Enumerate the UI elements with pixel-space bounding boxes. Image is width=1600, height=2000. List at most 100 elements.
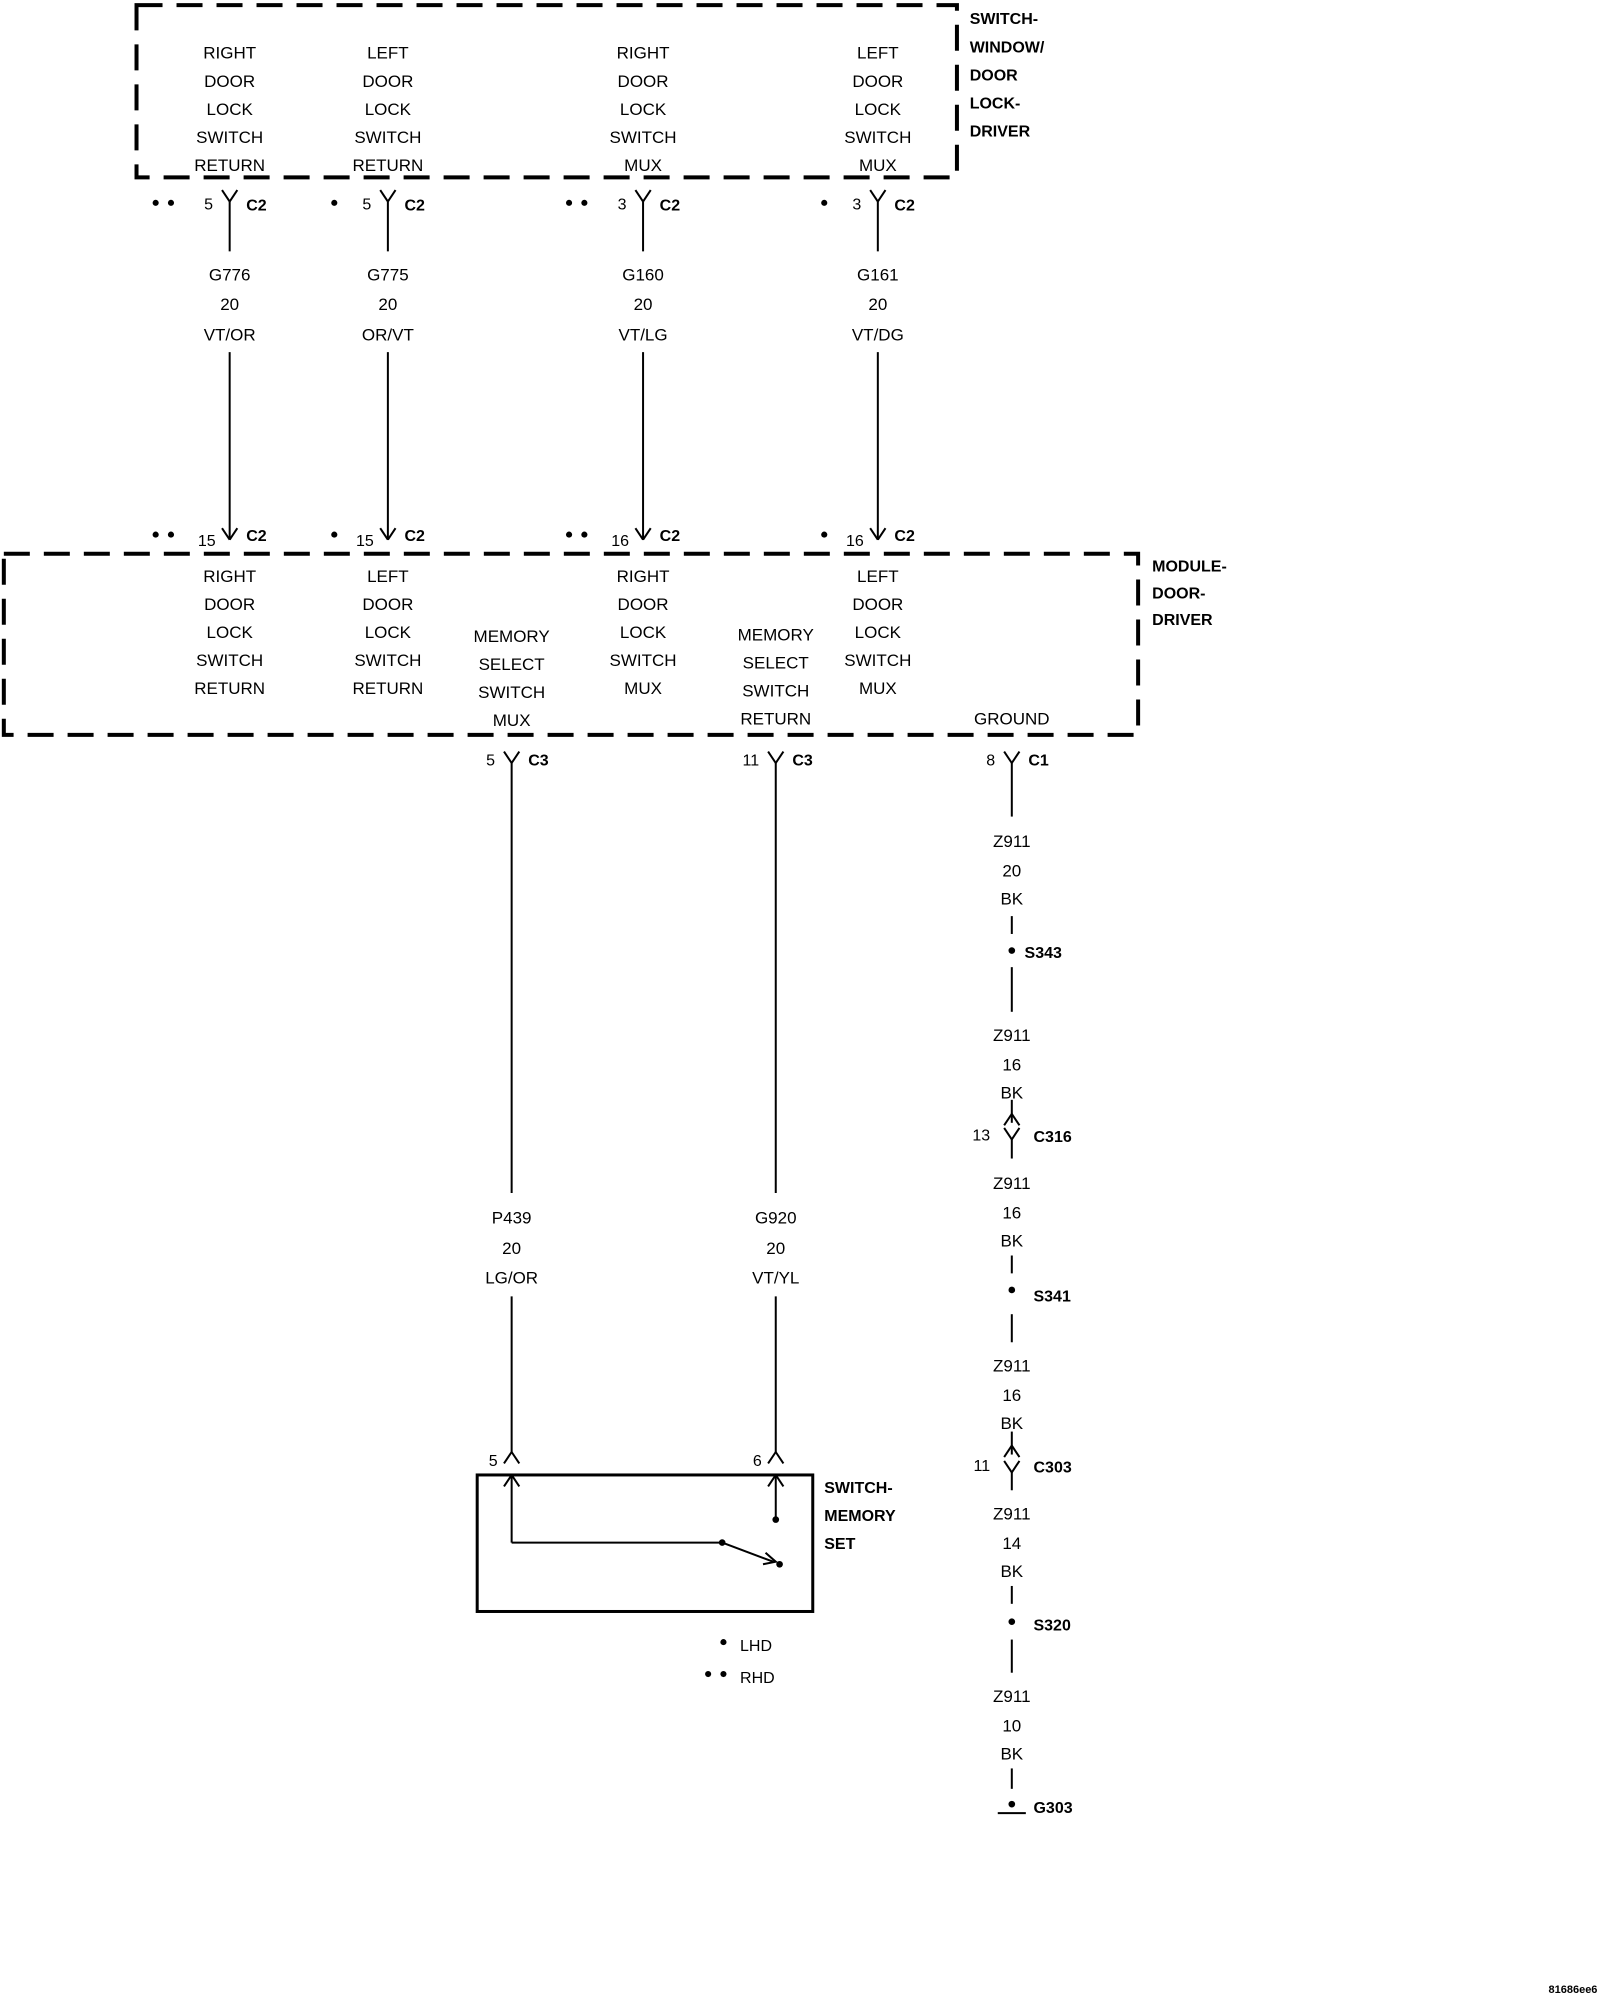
- connector-pin-number: 5: [486, 753, 495, 770]
- harness-marker: [152, 531, 159, 538]
- connector-y-symbol: [1003, 750, 1013, 764]
- connector-v-symbol: [1010, 1445, 1021, 1458]
- connector-y-symbol: [1010, 750, 1021, 764]
- connector-y-symbol: [642, 189, 652, 203]
- connector-v-symbol: [767, 1451, 777, 1465]
- module-pin-label: LOCK: [855, 623, 902, 642]
- wire-color-label: VT/YL: [752, 1269, 799, 1288]
- harness-marker: [152, 199, 159, 206]
- module-door-driver-box: [1, 551, 1141, 737]
- connector-id: C2: [660, 198, 681, 215]
- switch-pin-label: SWITCH: [610, 128, 677, 147]
- connector-y-symbol: [642, 527, 652, 541]
- switch-memory-set-box: [475, 1473, 815, 1613]
- wire-gauge-label: 16: [1002, 1386, 1021, 1405]
- connector-y-symbol: [1010, 1127, 1021, 1140]
- wire-circuit-label: Z911: [993, 1357, 1031, 1376]
- connector-id: C303: [1033, 1459, 1071, 1476]
- module-pin-label: MUX: [859, 679, 897, 698]
- module-pin-label: RIGHT: [203, 567, 256, 586]
- wire-color-label: VT/LG: [618, 326, 667, 345]
- harness-marker: [821, 199, 828, 206]
- switch-window-title: SWITCH-: [970, 11, 1038, 28]
- lhd-legend-marker: [720, 1639, 727, 1646]
- module-pin-label: SELECT: [479, 655, 545, 674]
- wire-gauge-label: 20: [378, 295, 397, 314]
- switch-pin-label: LOCK: [207, 100, 254, 119]
- harness-marker: [331, 531, 338, 538]
- connector-y-symbol: [503, 750, 513, 764]
- module-pin-label: MEMORY: [738, 626, 814, 645]
- connector-id: C2: [894, 198, 915, 215]
- wire-gauge-label: 10: [1002, 1716, 1021, 1735]
- wire-circuit-label: G776: [209, 266, 251, 285]
- module-pin-label: LEFT: [857, 567, 899, 586]
- connector-y-symbol: [221, 527, 231, 541]
- connector-v-symbol: [1010, 1113, 1021, 1126]
- module-pin-label: MUX: [493, 711, 531, 730]
- wire-color-label: VT/DG: [852, 326, 904, 345]
- switch-window-title: WINDOW/: [970, 39, 1045, 56]
- splice-label: S341: [1033, 1288, 1070, 1305]
- connector-y-symbol: [1010, 1460, 1021, 1473]
- connector-pin-number: 5: [362, 196, 371, 213]
- splice-dot: [1008, 1618, 1016, 1626]
- module-pin-label: LOCK: [365, 623, 412, 642]
- switch-window-door-lock-box: [134, 3, 959, 180]
- connector-pin-number: 6: [753, 1453, 762, 1470]
- connector-v-symbol: [510, 1451, 521, 1465]
- switch-pin-label: DOOR: [618, 72, 669, 91]
- switch-pin-label: SWITCH: [354, 128, 421, 147]
- connector-y-symbol: [228, 527, 239, 541]
- wire-circuit-label: Z911: [993, 1026, 1031, 1045]
- connector-pin-number: 11: [743, 753, 760, 770]
- connector-y-symbol: [869, 527, 879, 541]
- module-pin-label: SELECT: [743, 654, 809, 673]
- module-pin-label: RETURN: [194, 679, 265, 698]
- switch-pin-label: DOOR: [362, 72, 413, 91]
- switch-pin-label: RETURN: [194, 156, 265, 175]
- wire-color-label: BK: [1000, 1562, 1023, 1581]
- rhd-legend-marker: [720, 1670, 727, 1678]
- connector-v-symbol: [503, 1474, 513, 1487]
- harness-marker: [565, 199, 573, 206]
- switch-pin-label: RIGHT: [617, 44, 670, 63]
- connector-v-symbol: [1003, 1113, 1013, 1126]
- connector-y-symbol: [876, 189, 887, 203]
- connector-v-symbol: [1003, 1445, 1013, 1458]
- connector-y-symbol: [634, 527, 644, 541]
- connector-id: C2: [894, 528, 915, 545]
- switch-arm: [721, 1541, 774, 1563]
- connector-id: C3: [528, 753, 549, 770]
- module-pin-label: SWITCH: [610, 651, 677, 670]
- module-door-title: DRIVER: [1152, 612, 1213, 629]
- switch-pin-label: DOOR: [204, 72, 255, 91]
- module-pin-label: LOCK: [207, 623, 254, 642]
- wire-gauge-label: 20: [634, 295, 653, 314]
- connector-id: C1: [1028, 753, 1049, 770]
- wire-circuit-label: Z911: [993, 1687, 1031, 1706]
- wire-color-label: BK: [1000, 1744, 1023, 1763]
- connector-v-symbol: [503, 1451, 513, 1465]
- connector-y-symbol: [387, 527, 397, 541]
- switch-contact: [772, 1516, 780, 1523]
- connector-pin-number: 8: [986, 753, 995, 770]
- module-pin-label: SWITCH: [844, 651, 911, 670]
- harness-marker: [331, 199, 338, 206]
- connector-id: C2: [404, 198, 425, 215]
- connector-pin-number: 16: [611, 533, 629, 550]
- connector-pin-number: 15: [198, 533, 216, 550]
- module-pin-label: RIGHT: [617, 567, 670, 586]
- wire-circuit-label: G775: [367, 266, 409, 285]
- switch-memory-title: SET: [824, 1536, 855, 1553]
- connector-v-symbol: [767, 1474, 777, 1487]
- module-pin-label: SWITCH: [478, 683, 545, 702]
- switch-pin-label: MUX: [859, 156, 897, 175]
- module-pin-label: SWITCH: [354, 651, 421, 670]
- harness-marker: [167, 199, 175, 206]
- wire-gauge-label: 20: [220, 295, 239, 314]
- splice-label: S320: [1033, 1618, 1070, 1635]
- wire-gauge-label: 20: [868, 295, 887, 314]
- switch-window-title: DRIVER: [970, 124, 1031, 141]
